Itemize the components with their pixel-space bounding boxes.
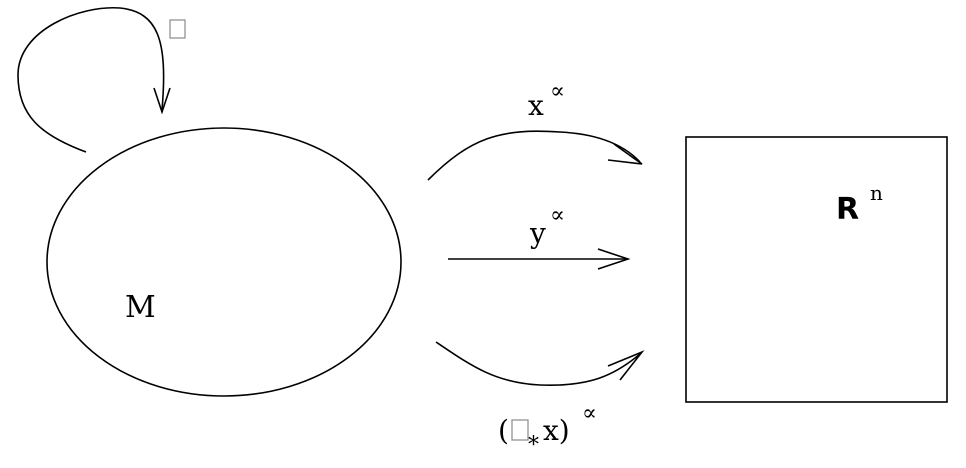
target-label-sup: n: [870, 181, 883, 205]
map-label-bottom-open: (: [498, 414, 509, 447]
map-label-bottom-sub: *: [528, 433, 539, 458]
target-space-box: [685, 136, 948, 403]
map-label-middle-sup: ∝: [550, 203, 565, 228]
self-map-label-glyph: [169, 19, 186, 39]
map-arrowhead-top: [607, 143, 643, 165]
map-arrow-bottom: [435, 341, 641, 387]
manifold-label: M: [125, 290, 156, 325]
map-label-bottom-close: x): [543, 414, 570, 447]
self-loop-arrowhead: [153, 87, 171, 115]
map-label-middle-base: y: [529, 217, 546, 250]
self-loop-arrow: [17, 7, 165, 153]
target-label-base: R: [836, 192, 859, 227]
map-arrowhead-bottom: [607, 350, 645, 381]
manifold-ellipse: [46, 127, 402, 397]
map-label-top-base: x: [528, 89, 544, 122]
map-label-bottom-sup: ∝: [582, 401, 597, 426]
map-arrowhead-middle: [597, 248, 631, 270]
map-label-top-sup: ∝: [550, 79, 565, 104]
map-label-bottom-glyph: [511, 419, 529, 441]
map-arrow-top: [427, 130, 641, 181]
